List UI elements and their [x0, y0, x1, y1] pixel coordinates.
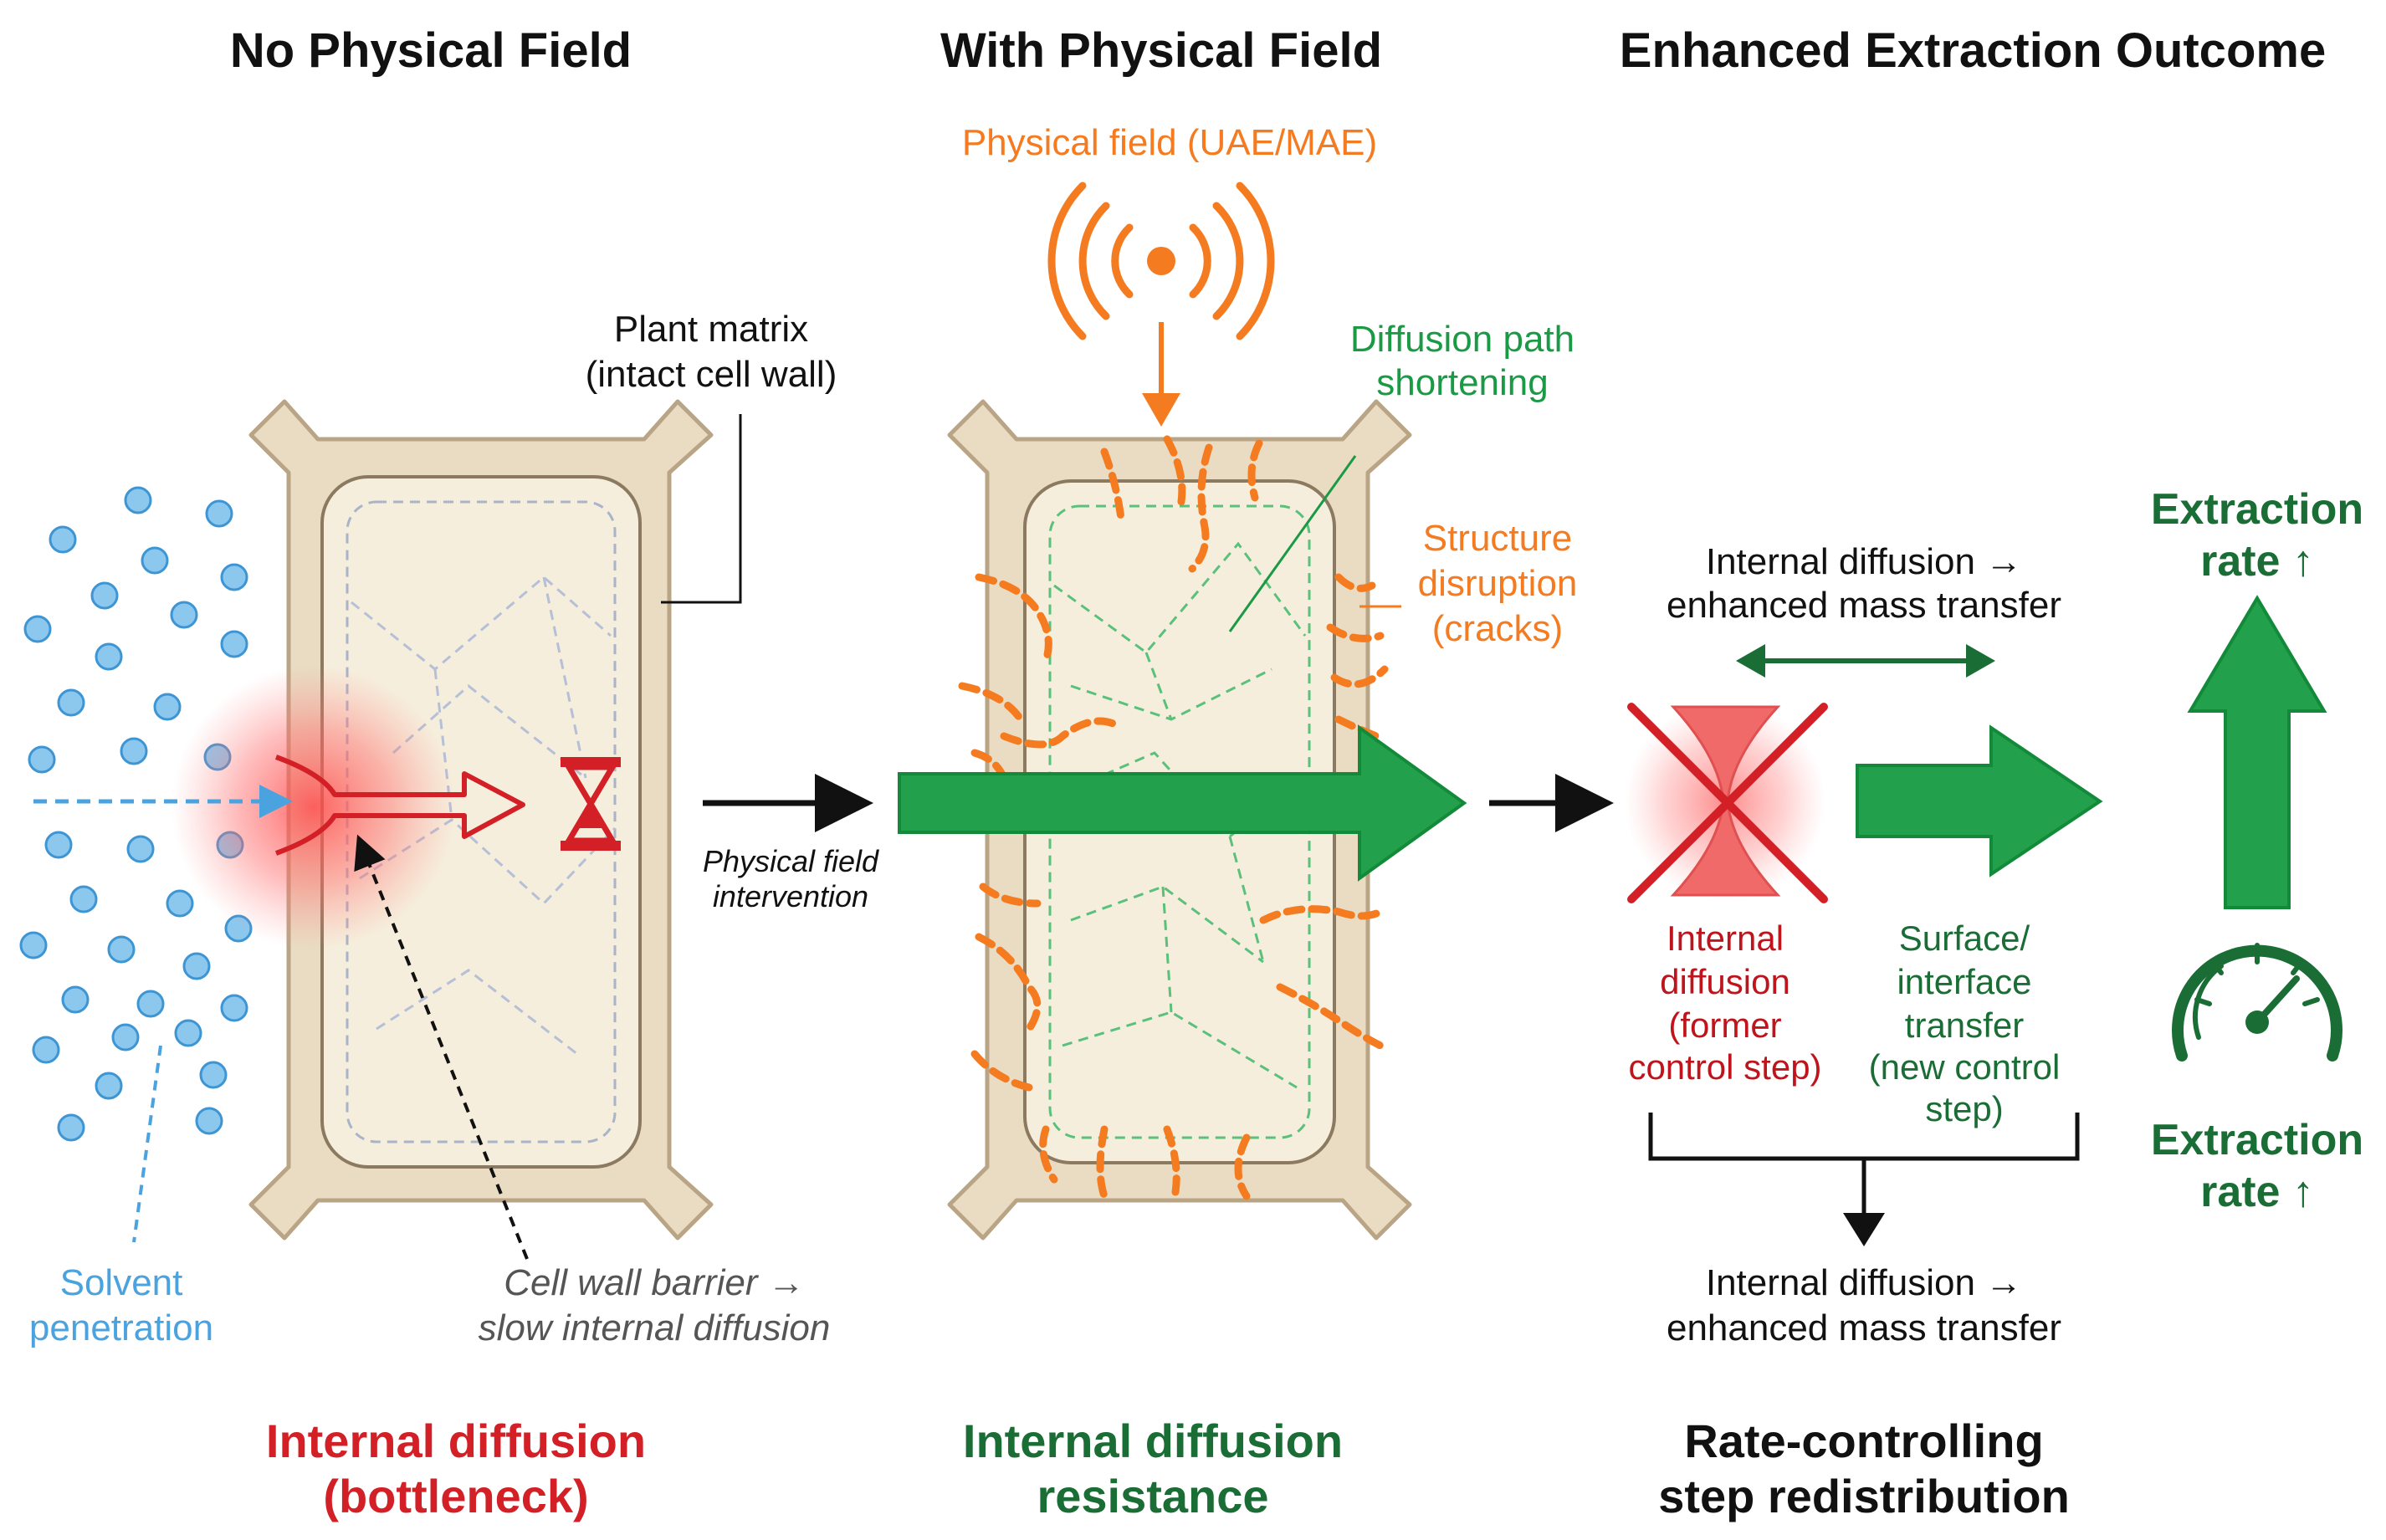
solvent-molecule [90, 581, 119, 610]
solvent-molecule [44, 831, 73, 859]
diffusion-path-sublabel: shortening [1376, 362, 1548, 403]
structure-sublabel: disruption [1418, 563, 1578, 604]
diffusion-path-label: Diffusion path [1350, 319, 1574, 360]
redistribution-bracket [1648, 1113, 2080, 1221]
panel-enhanced-extraction-outcome: Internal diffusion → enhanced mass trans… [1625, 485, 2363, 1522]
solvent-molecule [19, 931, 48, 959]
solvent-molecule [95, 1072, 123, 1100]
structure-sublabel-2: (cracks) [1432, 608, 1563, 649]
solvent-molecule [95, 642, 123, 671]
solvent-molecules [19, 486, 253, 1142]
solvent-molecule [57, 1113, 85, 1142]
footer-internal-diffusion-resistance: Internal diffusion [963, 1415, 1343, 1467]
plant-matrix-sublabel: (intact cell wall) [586, 354, 837, 395]
crossed-hourglass-icon [1627, 703, 1828, 903]
barrier-leader [354, 834, 529, 1260]
solvent-molecule [28, 745, 56, 774]
internal-diffusion-label-4: control step) [1628, 1047, 1821, 1087]
solvent-molecule [166, 889, 194, 918]
barrier-sublabel: slow internal diffusion [479, 1307, 831, 1348]
footer-rate-controlling: Rate-controlling [1684, 1415, 2043, 1467]
structure-label: Structure [1423, 518, 1573, 559]
internal-diffusion-label-2: diffusion [1660, 962, 1790, 1001]
solvent-penetration-sublabel: penetration [29, 1307, 213, 1348]
bottom-mass-transfer-label: Internal diffusion → [1706, 1262, 2022, 1303]
solvent-molecule [182, 952, 211, 980]
extraction-rate-bottom-label: Extraction [2151, 1116, 2363, 1164]
solvent-molecule [23, 615, 52, 643]
intervention-sublabel: intervention [713, 879, 868, 913]
surface-transfer-label-4: (new control [1869, 1047, 2061, 1087]
solvent-molecule [220, 630, 248, 658]
solvent-penetration-label: Solvent [60, 1262, 183, 1303]
header-with-physical-field: With Physical Field [940, 23, 1382, 78]
solvent-molecule [49, 525, 77, 554]
solvent-molecule [126, 835, 155, 863]
solvent-molecule [220, 563, 248, 591]
diffusion-path-leader [1228, 455, 1357, 632]
plant-cell-intact [248, 399, 714, 1241]
solvent-molecule [195, 1107, 223, 1135]
header-enhanced-extraction-outcome: Enhanced Extraction Outcome [1620, 23, 2326, 78]
top-mass-transfer-sublabel: enhanced mass transfer [1667, 585, 2061, 626]
double-headed-arrow [1736, 644, 1995, 678]
extraction-rate-bottom-sublabel: rate ↑ [2200, 1168, 2314, 1216]
enhanced-diffusion-arrow [898, 724, 1467, 882]
solvent-molecule [111, 1023, 140, 1051]
plant-matrix-leader [661, 414, 742, 604]
surface-transfer-label-3: transfer [1905, 1005, 2024, 1045]
bracket-arrowhead [1843, 1213, 1885, 1246]
footer-internal-diffusion-bottleneck: Internal diffusion [266, 1415, 646, 1467]
extraction-rate-top-label: Extraction [2151, 485, 2363, 534]
plant-matrix-label: Plant matrix [614, 309, 808, 350]
solvent-molecule [61, 985, 90, 1014]
panel-with-physical-field: Physical field (UAE/MAE) [898, 122, 1578, 1522]
solvent-molecule [57, 688, 85, 717]
bottleneck-flow-arrow [274, 755, 525, 856]
solvent-molecule [69, 885, 98, 913]
surface-transfer-label: Surface/ [1899, 918, 2030, 958]
solvent-molecule [205, 499, 233, 528]
solvent-molecule [120, 737, 148, 765]
solvent-molecule [124, 486, 152, 514]
physical-field-label: Physical field (UAE/MAE) [962, 122, 1377, 163]
bottleneck-glow [172, 665, 456, 949]
panel-no-physical-field: Plant matrix (intact cell wall) Solvent … [19, 309, 837, 1522]
speedometer-icon [2172, 943, 2342, 1062]
internal-diffusion-label-3: (former [1668, 1005, 1781, 1045]
broadcast-icon [1047, 182, 1275, 340]
solvent-molecule [141, 546, 169, 575]
solvent-molecule [174, 1019, 202, 1047]
solvent-molecule [107, 935, 136, 964]
barrier-label: Cell wall barrier → [504, 1262, 804, 1303]
surface-transfer-arrow [1856, 724, 2103, 877]
header-no-physical-field: No Physical Field [230, 23, 632, 78]
bottom-mass-transfer-sublabel: enhanced mass transfer [1667, 1307, 2061, 1348]
structure-cracks [958, 435, 1389, 1200]
solvent-molecule [220, 994, 248, 1022]
footer-bottleneck: (bottleneck) [323, 1470, 588, 1522]
hourglass-icon [561, 757, 621, 851]
surface-transfer-label-2: interface [1897, 962, 2031, 1001]
solvent-molecule [136, 990, 165, 1018]
extraction-rate-up-arrow [2187, 595, 2327, 909]
field-arrowhead [1142, 393, 1180, 427]
solvent-molecule [199, 1061, 228, 1089]
top-mass-transfer-label: Internal diffusion → [1706, 541, 2022, 582]
solvent-molecule [32, 1036, 60, 1064]
solvent-molecule [170, 601, 198, 629]
solvent-molecule [153, 693, 182, 721]
extraction-rate-top-sublabel: rate ↑ [2200, 537, 2314, 586]
internal-diffusion-label: Internal [1667, 918, 1784, 958]
footer-step-redistribution: step redistribution [1658, 1470, 2070, 1522]
footer-resistance: resistance [1037, 1470, 1268, 1522]
surface-transfer-label-5: step) [1925, 1089, 2003, 1128]
intervention-label: Physical field [703, 844, 879, 878]
solvent-leader [132, 1045, 162, 1243]
